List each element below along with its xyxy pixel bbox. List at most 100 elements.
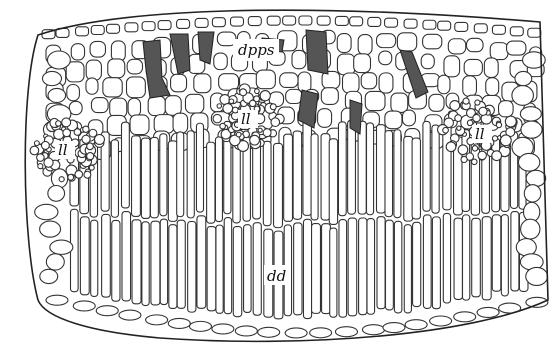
parenchyma-cell bbox=[423, 34, 442, 49]
palisade-cell bbox=[501, 215, 508, 296]
epidermis-cell bbox=[195, 18, 208, 27]
bundle-cell bbox=[44, 158, 53, 167]
parenchyma-cell bbox=[321, 88, 338, 105]
palisade-cell bbox=[294, 223, 302, 315]
epidermis-cell bbox=[212, 18, 225, 27]
palisade-cell bbox=[303, 120, 312, 215]
palisade-cell bbox=[169, 225, 177, 309]
palisade-cell bbox=[233, 227, 241, 317]
palisade-cell bbox=[385, 220, 393, 310]
palisade-cell bbox=[423, 215, 431, 308]
epidermis-cell bbox=[362, 325, 384, 335]
palisade-cell bbox=[196, 123, 203, 212]
parenchyma-cell bbox=[71, 44, 84, 60]
palisade-cell bbox=[312, 224, 321, 314]
margin-cell bbox=[526, 170, 546, 186]
palisade-cell bbox=[348, 120, 356, 214]
parenchyma-cell bbox=[111, 41, 125, 61]
pigmented-cell bbox=[306, 30, 328, 74]
palisade-cell bbox=[412, 138, 420, 219]
bundle-cell bbox=[89, 165, 94, 170]
epidermis-cell bbox=[230, 17, 243, 26]
parenchyma-cell bbox=[499, 101, 514, 117]
parenchyma-cell bbox=[165, 96, 181, 116]
bundle-cell bbox=[95, 135, 105, 145]
bundle-cell bbox=[30, 146, 39, 155]
parenchyma-cell bbox=[194, 74, 211, 93]
bundle-cell bbox=[59, 177, 64, 182]
epidermis-cell bbox=[368, 17, 381, 26]
parenchyma-cell bbox=[486, 78, 499, 96]
bundle-cell bbox=[220, 95, 230, 105]
margin-cell bbox=[48, 186, 65, 202]
parenchyma-cell bbox=[429, 94, 444, 111]
epidermis-cell bbox=[258, 327, 280, 337]
parenchyma-cell bbox=[464, 59, 482, 75]
epidermis-cell bbox=[267, 16, 280, 25]
bundle-cell bbox=[75, 171, 83, 179]
parenchyma-cell bbox=[86, 60, 101, 80]
pigmented-cell bbox=[198, 32, 214, 64]
epidermis-cell bbox=[477, 307, 499, 317]
bundle-cell bbox=[38, 164, 43, 169]
palisade-cell bbox=[376, 125, 385, 213]
epidermis-cell bbox=[335, 16, 348, 25]
bundle-cell bbox=[473, 114, 480, 121]
palisade-cell bbox=[394, 221, 401, 313]
epidermis-cell bbox=[125, 23, 138, 32]
epidermis-cell bbox=[383, 323, 405, 333]
margin-cell bbox=[521, 219, 540, 239]
parenchyma-cell bbox=[484, 58, 498, 77]
margin-cell bbox=[50, 240, 73, 254]
epidermis-cell bbox=[177, 19, 190, 28]
palisade-cell bbox=[321, 134, 330, 220]
epidermis-cell bbox=[454, 312, 476, 322]
parenchyma-cell bbox=[467, 38, 484, 51]
epidermis-cell bbox=[73, 301, 95, 311]
epidermis-cell bbox=[212, 324, 234, 334]
epidermis-cell bbox=[350, 17, 363, 26]
parenchyma-cell bbox=[379, 51, 392, 65]
palisade-cell bbox=[385, 131, 393, 217]
palisade-cell bbox=[284, 134, 293, 221]
epidermis-cell bbox=[158, 21, 171, 30]
bundle-cell bbox=[450, 101, 460, 111]
epidermis-cell bbox=[146, 315, 168, 325]
palisade-cell bbox=[197, 216, 206, 309]
bundle-cell bbox=[41, 141, 49, 149]
label-dpps: dpps bbox=[238, 41, 275, 59]
palisade-cell bbox=[151, 221, 160, 305]
epidermis-cell bbox=[528, 28, 541, 37]
parenchyma-cell bbox=[86, 78, 98, 94]
parenchyma-cell bbox=[67, 84, 80, 100]
parenchyma-cell bbox=[148, 96, 165, 115]
bundle-cell bbox=[271, 118, 280, 127]
epidermis-cell bbox=[430, 316, 452, 326]
bundle-cell bbox=[87, 143, 94, 150]
parenchyma-cell bbox=[154, 115, 174, 134]
parenchyma-cell bbox=[185, 94, 203, 113]
epidermis-cell bbox=[285, 328, 307, 338]
parenchyma-cell bbox=[379, 73, 393, 93]
bundle-cell bbox=[472, 146, 477, 151]
parenchyma-cell bbox=[110, 98, 127, 118]
palisade-cell bbox=[122, 212, 131, 301]
palisade-cell bbox=[472, 218, 481, 297]
bundle-cell bbox=[479, 107, 487, 115]
palisade-cell bbox=[443, 213, 450, 303]
palisade-cell bbox=[293, 131, 301, 219]
epidermis-cell bbox=[474, 24, 487, 33]
parenchyma-cell bbox=[286, 89, 302, 103]
palisade-cell bbox=[492, 138, 500, 211]
bundle-cell bbox=[458, 145, 468, 155]
bundle-cell bbox=[443, 127, 449, 133]
palisade-cell bbox=[111, 140, 118, 217]
palisade-cell bbox=[207, 142, 215, 223]
parenchyma-cell bbox=[343, 73, 360, 93]
parenchyma-cell bbox=[438, 75, 450, 94]
palisade-cell bbox=[404, 225, 411, 313]
bundle-cell bbox=[250, 135, 260, 145]
bundle-cell bbox=[83, 126, 89, 132]
parenchyma-cell bbox=[256, 70, 275, 89]
